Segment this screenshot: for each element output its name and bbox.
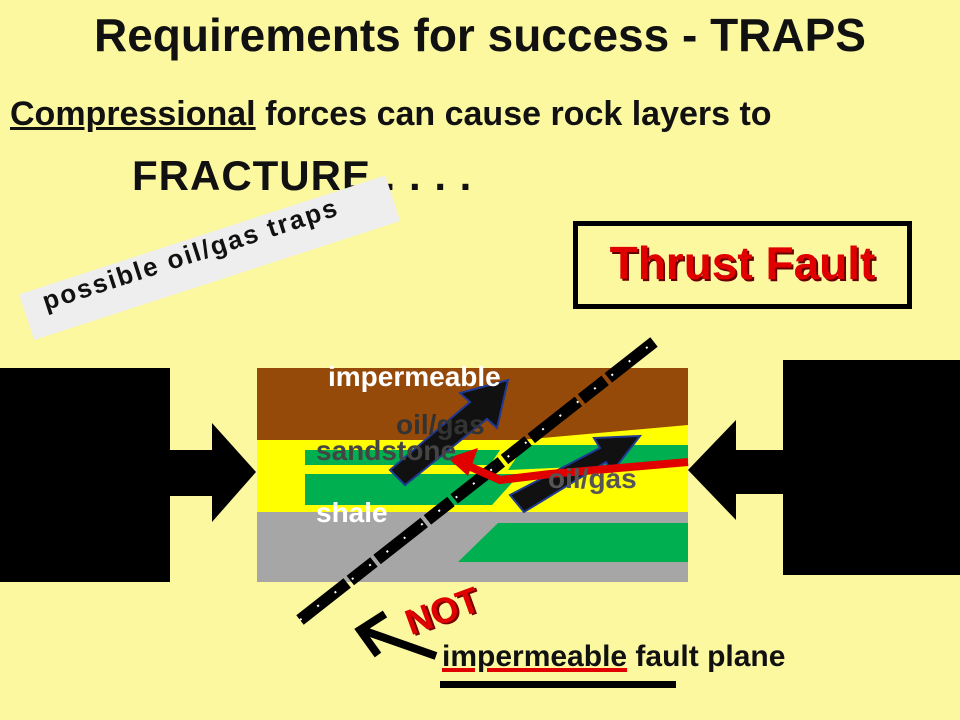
page-title: Requirements for success - TRAPS	[93, 9, 866, 61]
reservoir-strip-2	[305, 474, 520, 505]
thrust-fault-box	[573, 221, 912, 309]
pointer-arrow-head	[354, 610, 388, 658]
right-compression-arrow	[688, 420, 783, 520]
intro-emphasis: Compressional	[10, 95, 256, 133]
underline-bar	[440, 681, 676, 688]
left-compression-arrow	[170, 423, 256, 522]
oilgas-label-right: oil/gas	[548, 463, 637, 494]
reservoir-strip-1	[305, 450, 500, 465]
fault-plane-path	[453, 456, 689, 485]
hanging-wall-impermeable	[520, 368, 688, 440]
right-compression-block	[783, 360, 960, 575]
oilgas-label-left: oil/gas	[396, 409, 485, 440]
impermeable-label: impermeable	[328, 361, 501, 392]
fault-caption-emphasis: impermeable	[442, 640, 628, 673]
intro-line-2: FRACTURE . . . .	[132, 152, 473, 199]
fault-line-highlight	[299, 341, 655, 621]
sandstone-label: sandstone	[316, 435, 456, 466]
fault-caption-rest: fault plane	[627, 640, 786, 673]
thrust-fault-label: Thrust Fault	[609, 237, 876, 289]
fault-plane-arrowhead	[448, 448, 478, 476]
left-compression-block	[0, 368, 170, 582]
intro-line-1: Compressional forces can cause rock laye…	[10, 95, 772, 134]
fault-caption: impermeable fault plane	[442, 640, 785, 674]
migration-arrow-up-left	[388, 378, 510, 487]
reservoir-strip-4	[458, 523, 688, 562]
shale-label: shale	[316, 497, 388, 528]
pointer-arrow-shaft	[360, 626, 438, 660]
intro-rest: forces can cause rock layers to	[255, 95, 772, 133]
